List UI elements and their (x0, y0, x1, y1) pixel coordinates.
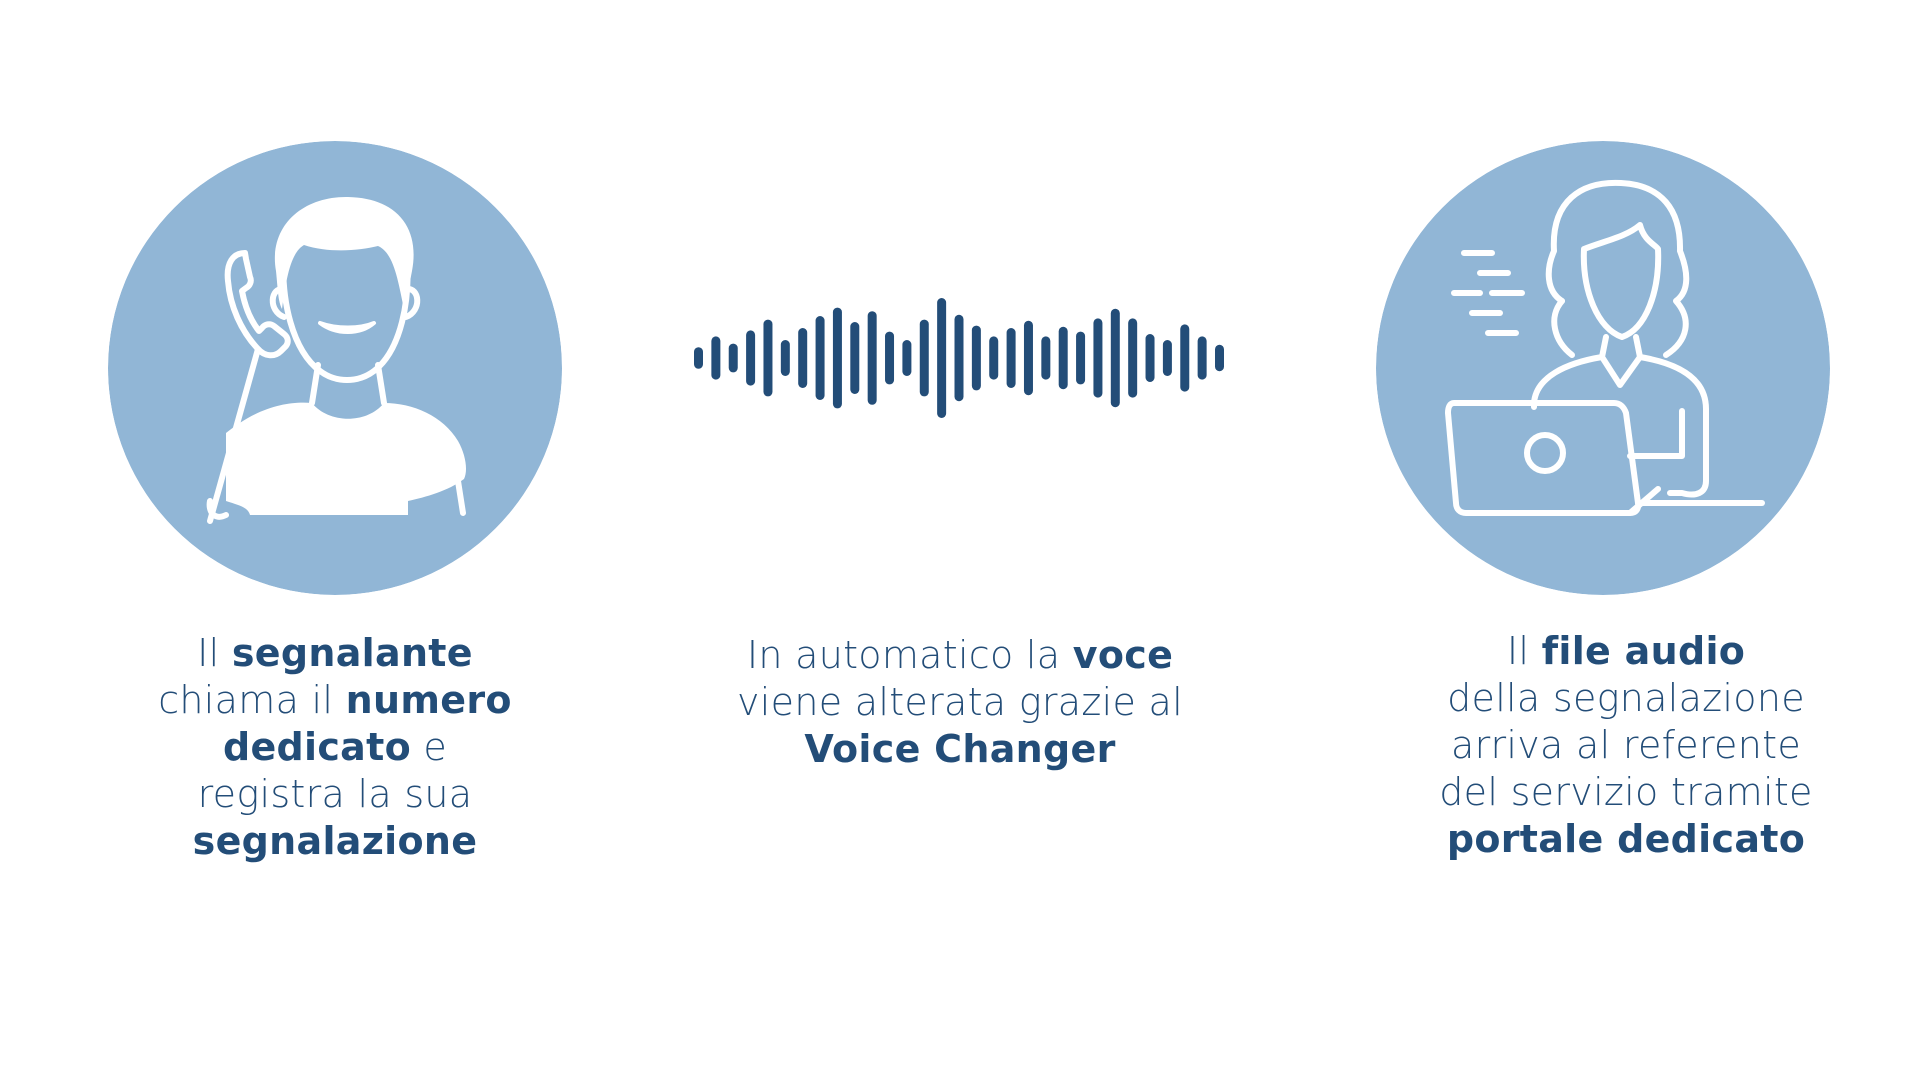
wave-bar (954, 314, 964, 402)
wave-bar (1093, 318, 1103, 398)
wave-bar (694, 347, 703, 369)
wave-bar (728, 343, 738, 373)
wave-bar (763, 319, 773, 397)
caption-line: Il segnalante (108, 630, 562, 677)
caption-bold-text: segnalazione (192, 819, 478, 863)
wave-bar (815, 316, 825, 400)
operator-circle (1376, 141, 1830, 595)
woman-at-laptop-icon (1376, 141, 1830, 595)
caption-line: viene alterata grazie al (690, 679, 1230, 726)
wave-bar (885, 331, 895, 385)
wave-bar (1041, 336, 1051, 380)
wave-bar (1215, 344, 1224, 372)
caption-text: del servizio tramite (1439, 770, 1813, 814)
wave-bar (989, 336, 999, 380)
caption-line: arriva al referente (1376, 722, 1876, 769)
caption-line: dedicato e (108, 724, 562, 771)
wave-bar (1058, 326, 1068, 390)
caption-bold-text: portale dedicato (1446, 817, 1806, 861)
sound-wave-icon (694, 298, 1224, 418)
caption-bold-text: segnalante (231, 631, 473, 675)
caption-bold-text: file audio (1541, 629, 1746, 673)
wave-bar (867, 311, 877, 405)
wave-bar (919, 319, 929, 397)
wave-bar (1197, 336, 1207, 380)
caption-line: Il file audio (1376, 628, 1876, 675)
caption-line: Voice Changer (690, 726, 1230, 773)
caption-text: In automatico la (746, 633, 1073, 677)
wave-bar (1076, 331, 1086, 385)
caption-bold-text: Voice Changer (804, 727, 1116, 771)
wave-bar (780, 340, 790, 376)
caption-bold-text: dedicato (222, 725, 411, 769)
caption-bold-text: numero (345, 678, 512, 722)
wave-bar (1110, 308, 1120, 408)
caption-line: chiama il numero (108, 677, 562, 724)
man-on-phone-icon (108, 141, 562, 595)
caption-line: della segnalazione (1376, 675, 1876, 722)
wave-bar (1128, 318, 1138, 398)
wave-bar (1145, 334, 1155, 382)
wave-bar (1162, 340, 1172, 376)
caption-bold-text: voce (1072, 633, 1174, 677)
caption-text: arriva al referente (1450, 723, 1802, 767)
wave-bar (971, 325, 981, 391)
caption-line: In automatico la voce (690, 632, 1230, 679)
wave-bar (798, 328, 808, 388)
wave-bar (902, 340, 912, 376)
wave-bar (711, 336, 721, 380)
caption-text: Il (1506, 629, 1542, 673)
wave-bar (937, 298, 947, 418)
caption-text: registra la sua (197, 772, 473, 816)
wave-bar (832, 307, 842, 409)
wave-bar (1006, 328, 1016, 388)
caption-text: della segnalazione (1447, 676, 1805, 720)
caller-circle (108, 141, 562, 595)
caption-text: Il (197, 631, 232, 675)
caption-line: registra la sua (108, 771, 562, 818)
caption-text: chiama il (158, 678, 346, 722)
caption-text: e (410, 725, 448, 769)
caption-line: portale dedicato (1376, 816, 1876, 863)
caption-line: del servizio tramite (1376, 769, 1876, 816)
caption-line: segnalazione (108, 818, 562, 865)
caption-text: viene alterata grazie al (737, 680, 1183, 724)
wave-bar (1023, 320, 1033, 396)
wave-bar (850, 322, 860, 394)
wave-bar (1180, 324, 1190, 392)
wave-bar (746, 330, 756, 386)
